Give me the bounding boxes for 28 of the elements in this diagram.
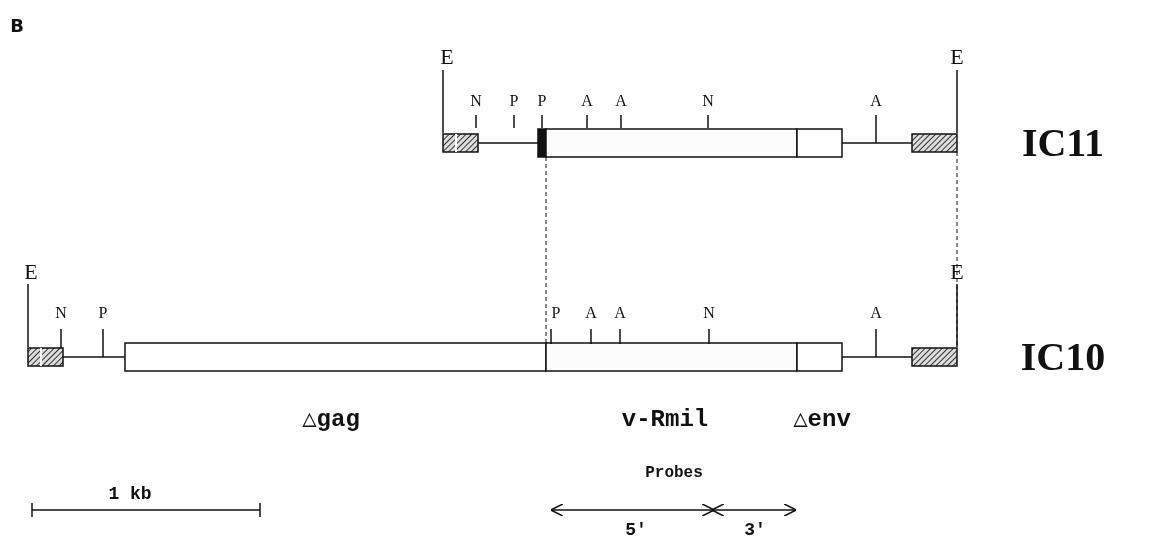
site-label: P — [98, 305, 108, 321]
site-label: A — [585, 305, 597, 321]
gene-label: v-Rmil — [621, 408, 709, 432]
site-label: A — [615, 93, 627, 109]
probes-heading: Probes — [645, 465, 703, 481]
gene-label: △env — [793, 408, 851, 432]
site-label: P — [509, 93, 519, 109]
site-label: E — [24, 261, 38, 283]
site-label: E — [440, 46, 454, 68]
site-label: N — [702, 93, 714, 109]
site-label: E — [950, 261, 964, 283]
scale-label: 1 kb — [108, 485, 152, 503]
probe-label: 5′ — [625, 521, 647, 539]
site-label: N — [703, 305, 715, 321]
site-label: A — [870, 305, 882, 321]
probe-label: 3′ — [744, 521, 766, 539]
clone-label: IC10 — [1020, 337, 1106, 377]
site-label: N — [470, 93, 482, 109]
site-label: E — [950, 46, 964, 68]
site-label: A — [581, 93, 593, 109]
site-label: P — [551, 305, 561, 321]
clone-label: IC11 — [1021, 123, 1105, 163]
site-label: A — [614, 305, 626, 321]
site-label: A — [870, 93, 882, 109]
site-label: N — [55, 305, 67, 321]
panel-letter: B — [10, 17, 24, 35]
site-label: P — [537, 93, 547, 109]
gene-label: △gag — [302, 408, 360, 432]
